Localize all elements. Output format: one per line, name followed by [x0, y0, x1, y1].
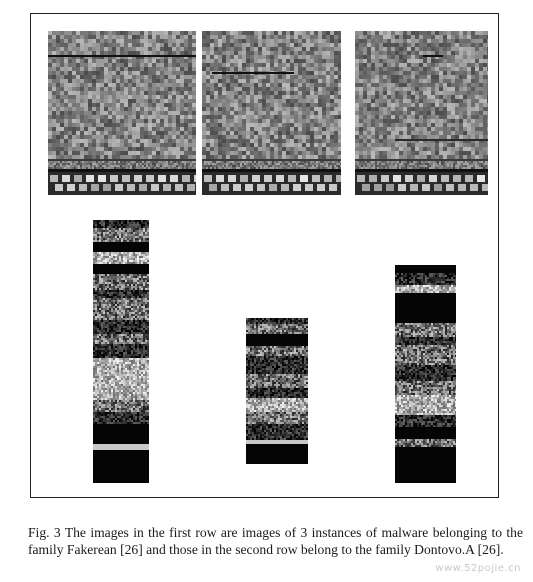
figure-frame: [30, 13, 499, 498]
watermark: www.52pojie.cn: [435, 563, 521, 574]
malware-image-fakerean-2: [202, 31, 341, 195]
malware-image-dontovo-3: [395, 265, 456, 483]
malware-image-fakerean-1: [48, 31, 196, 195]
malware-image-dontovo-2: [246, 318, 308, 464]
figure-caption: Fig. 3 The images in the first row are i…: [28, 524, 523, 557]
malware-image-fakerean-3: [355, 31, 488, 195]
malware-image-dontovo-1: [93, 220, 149, 483]
